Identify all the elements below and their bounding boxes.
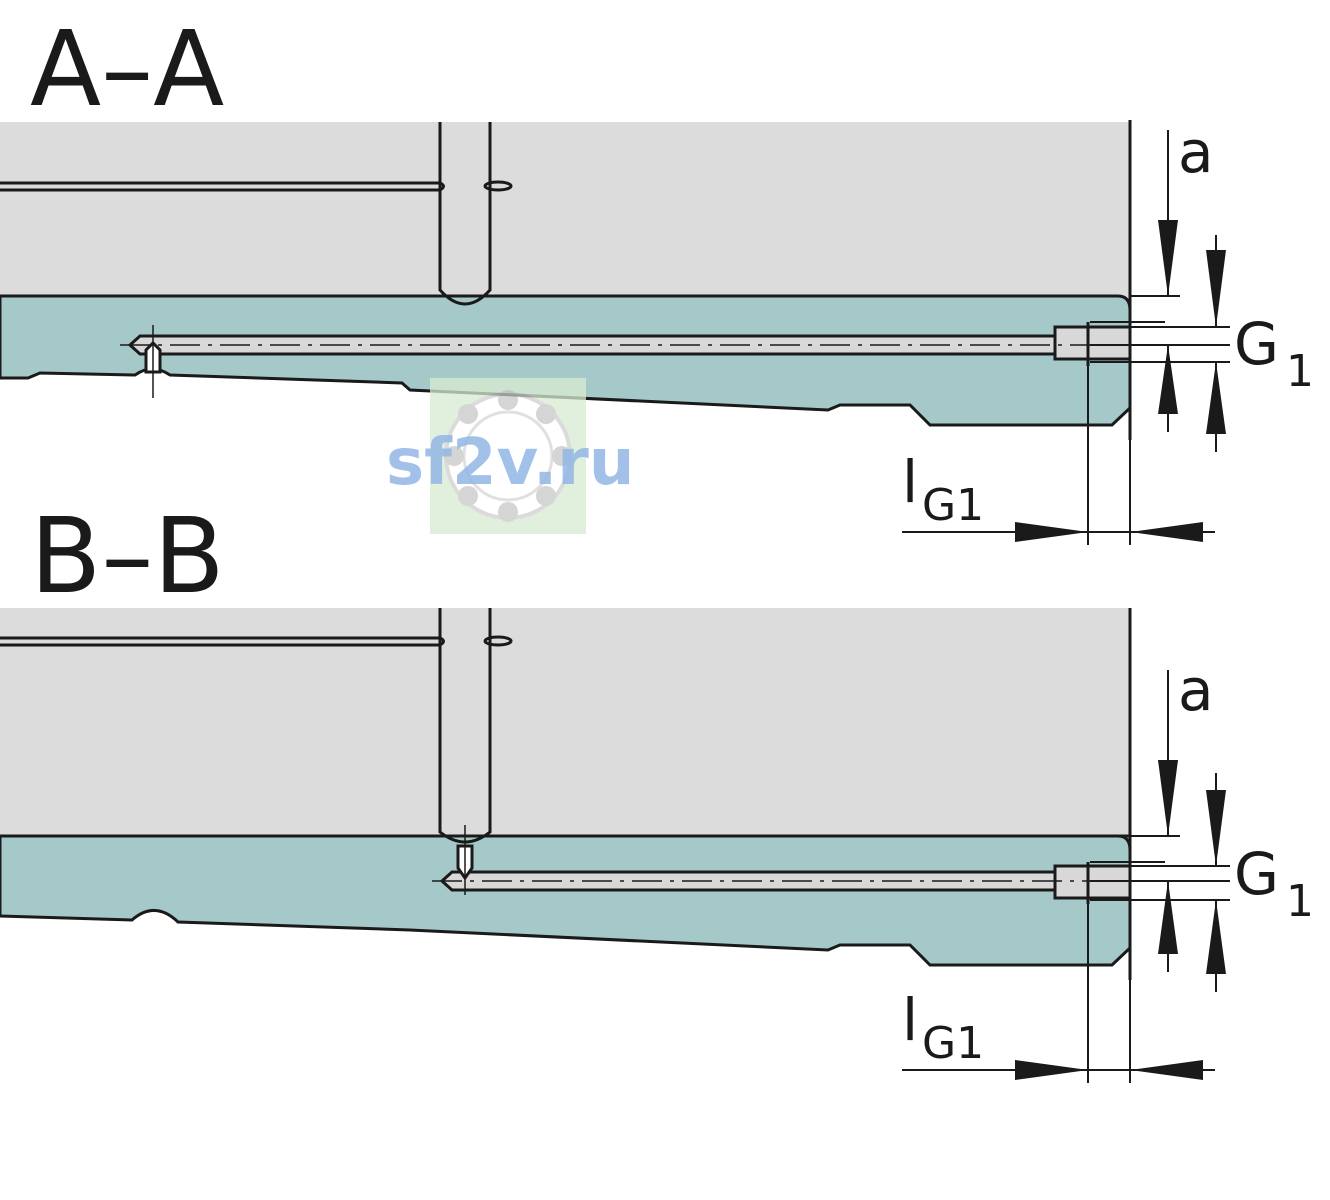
housing: [0, 608, 1130, 836]
dim-g1-label: G: [1234, 310, 1279, 378]
dim-a-label: a: [1178, 118, 1214, 186]
dim-g1-label: G: [1234, 840, 1279, 908]
dim-arrow: [1158, 345, 1178, 414]
housing: [0, 122, 1130, 298]
dim-g1-subscript: 1: [1286, 346, 1314, 397]
section-title: A–A: [30, 8, 224, 130]
dim-a-label: a: [1178, 656, 1214, 724]
dim-arrow: [1206, 900, 1226, 974]
thread-g1: [1053, 325, 1132, 361]
dim-arrow: [1206, 250, 1226, 327]
guide-rail: [0, 294, 1132, 427]
dim-arrow: [1206, 362, 1226, 434]
section-title: B–B: [30, 495, 225, 617]
watermark: sf2v.ru: [386, 378, 634, 534]
dim-arrow: [1130, 1060, 1203, 1080]
dim-lg1-subscript: G1: [922, 480, 984, 531]
dim-arrow: [1015, 522, 1088, 542]
dim-arrow: [1015, 1060, 1088, 1080]
dim-arrow: [1130, 522, 1203, 542]
section-b-b: B–B a G 1 l: [0, 495, 1314, 1083]
dim-arrow: [1158, 760, 1178, 836]
watermark-text: sf2v.ru: [386, 426, 634, 500]
dim-g1-subscript: 1: [1286, 876, 1314, 927]
dim-lg1-subscript: G1: [922, 1018, 984, 1069]
dim-lg1-label: l: [902, 448, 918, 516]
dim-arrow: [1206, 790, 1226, 866]
housing-slot: [438, 122, 492, 306]
section-a-a: A–A a G 1: [0, 8, 1314, 545]
dim-arrow: [1158, 220, 1178, 296]
dim-arrow: [1158, 881, 1178, 954]
guide-rail: [0, 834, 1132, 967]
dim-lg1-label: l: [902, 986, 918, 1054]
